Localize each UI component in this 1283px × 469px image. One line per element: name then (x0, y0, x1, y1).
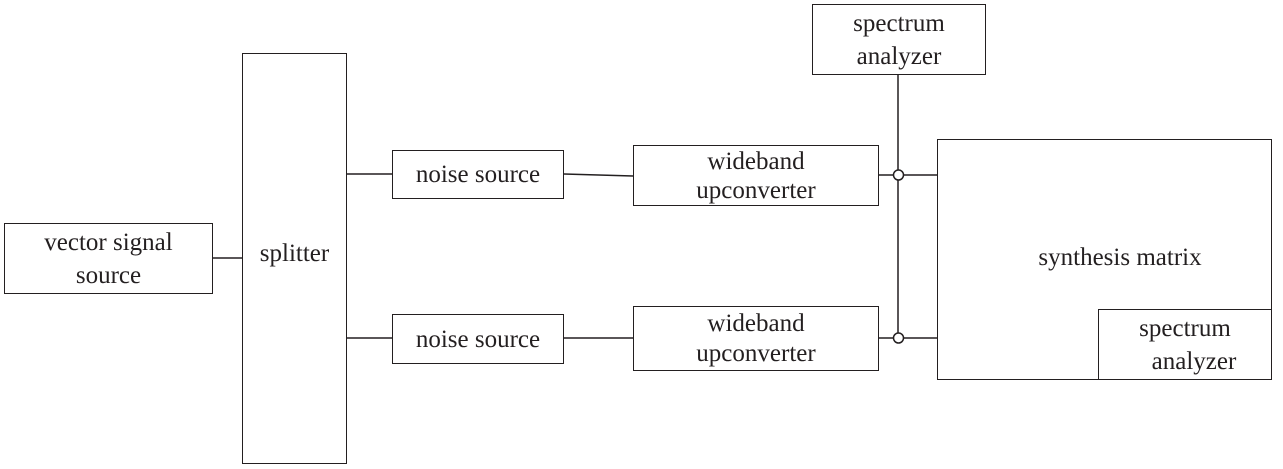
noise-source-top-block: noise source (392, 150, 564, 199)
wire-noise-top-to-upconverter (563, 173, 634, 177)
spectrum-analyzer-inner-line1: spectrum (1139, 314, 1231, 342)
spectrum-analyzer-top-line2: analyzer (856, 42, 942, 70)
spectrum-analyzer-top-line1: spectrum (853, 9, 945, 37)
vector-signal-source-line1: vector signal (44, 228, 173, 256)
synthesis-matrix-label: synthesis matrix (1038, 244, 1202, 271)
spectrum-analyzer-inner-line2: analyzer (1151, 347, 1237, 375)
junction-top (892, 169, 905, 181)
upconverter-top-line2: upconverter (696, 176, 816, 204)
noise-source-top-label: noise source (415, 161, 541, 188)
noise-source-bottom-label: noise source (415, 325, 541, 353)
splitter-block: splitter (242, 53, 347, 464)
spectrum-analyzer-top-block: spectrum analyzer (812, 4, 986, 75)
spectrum-analyzer-inner-block: spectrum analyzer (1098, 309, 1272, 380)
upconverter-top-block: wideband upconverter (633, 145, 879, 206)
upconverter-bottom-line2: upconverter (696, 339, 816, 367)
vector-signal-source-block: vector signal source (4, 223, 213, 294)
vector-signal-source-line2: source (75, 261, 142, 289)
splitter-label: splitter (259, 240, 330, 267)
upconverter-top-line1: wideband (707, 147, 805, 175)
upconverter-bottom-block: wideband upconverter (633, 306, 879, 371)
junction-bottom (892, 332, 905, 344)
upconverter-bottom-line1: wideband (707, 309, 805, 337)
noise-source-bottom-block: noise source (392, 314, 564, 364)
